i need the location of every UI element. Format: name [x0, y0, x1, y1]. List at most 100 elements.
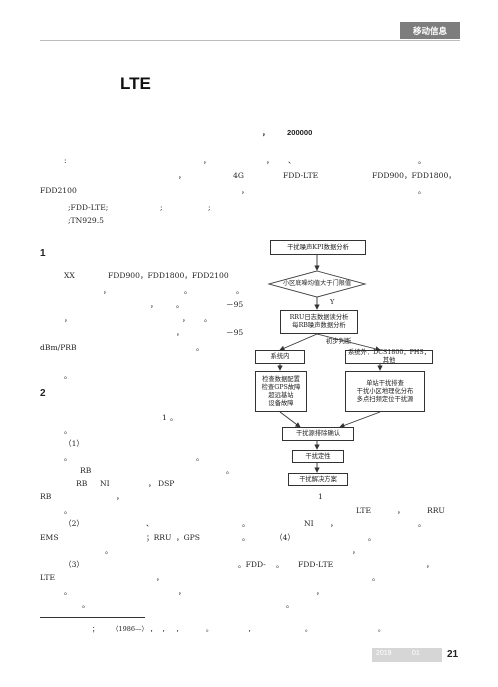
abstract-fragment: 。 — [418, 156, 426, 165]
body-text: ， — [116, 492, 124, 501]
footnote-text: ， — [176, 625, 183, 633]
footnote-text: ， — [248, 625, 255, 633]
body-text: FDD900，FDD1800，FDD2100 — [108, 271, 229, 280]
body-text: ， — [182, 314, 190, 323]
abstract-fragment: ， — [178, 171, 186, 180]
footnote-text: 。 — [305, 625, 312, 633]
body-text: EMS — [40, 533, 59, 542]
body-text: 1 — [318, 492, 323, 501]
flow-intra-system: 系统内 — [255, 350, 305, 364]
flow-step-confirm: 干扰源排除确认 — [282, 427, 354, 441]
body-text: ， — [426, 560, 434, 569]
body-text: 。 — [105, 546, 113, 555]
flow-step-kpi-analysis: 干扰噪声KPI数据分析 — [270, 240, 366, 255]
flow-decision-label: 小区底噪均值大于门限值 — [282, 280, 352, 287]
body-text: 。 — [226, 466, 234, 475]
body-text: （2） — [64, 519, 85, 528]
flow-step-line: 每RB噪声数据分析 — [292, 322, 346, 329]
postcode: 200000 — [287, 128, 313, 137]
page-number: 21 — [447, 649, 459, 660]
flow-check-item: 多点扫频定位干扰源 — [356, 395, 414, 403]
abstract-fragment: ， — [203, 156, 211, 165]
flow-intra-checks: 检查数据配置 检查GPS故障 超远基站 设备故障 — [255, 371, 307, 412]
abstract-fragment: FDD900，FDD1800， — [372, 171, 456, 180]
flow-check-item: 检查GPS故障 — [261, 383, 301, 391]
footer-year: 2019 — [376, 650, 392, 657]
flow-check-item: 干扰小区地理化分布 — [356, 387, 414, 395]
body-text: （4） — [275, 533, 296, 542]
keywords-fragment: ;FDD-LTE; — [68, 203, 109, 212]
keywords-fragment: ; — [208, 203, 211, 212]
body-text: 。 — [64, 587, 72, 596]
body-text: －95 — [226, 300, 244, 309]
footnote-text: ， — [150, 625, 157, 633]
body-text: ， — [64, 314, 72, 323]
body-text: 。 — [286, 600, 294, 609]
body-text: －95 — [226, 328, 244, 337]
body-text: ， — [156, 573, 164, 582]
body-text: LTE — [356, 506, 372, 515]
body-text: ， — [103, 286, 111, 295]
footnote-text: 。 — [206, 625, 213, 633]
body-text: 。 — [368, 533, 376, 542]
body-text: 。 — [64, 453, 72, 462]
flow-yes-label: Y — [330, 298, 335, 306]
body-text: NI — [100, 479, 110, 488]
body-text: ， — [148, 479, 156, 488]
body-text: 。 — [64, 426, 72, 435]
body-text: 1 — [162, 413, 167, 422]
abstract-fragment: FDD2100 — [40, 186, 77, 195]
body-text: 。 — [170, 413, 178, 422]
body-text: RB — [80, 466, 92, 475]
flow-check-item: 检查数据配置 — [262, 375, 300, 383]
body-text: 。 — [418, 519, 426, 528]
section-tab: 移动信息 — [400, 22, 460, 39]
body-text: 。 — [196, 343, 204, 352]
article-title: LTE — [120, 74, 151, 93]
footnote-text: ， — [162, 625, 169, 633]
footnote-text: ； — [92, 625, 99, 633]
body-text: ， — [397, 506, 405, 515]
flow-external-system: 系统外：DCS1800，PHS，其他 — [345, 349, 433, 364]
body-text: FDD-LTE — [298, 560, 334, 569]
body-text: DSP — [158, 479, 175, 488]
body-text: NI — [304, 519, 314, 528]
body-text: 。 — [64, 371, 72, 380]
abstract-fragment: 、 — [288, 156, 296, 165]
body-text: ， — [316, 587, 324, 596]
flow-arrow — [279, 411, 301, 428]
body-text: ；RRU — [146, 533, 172, 542]
flow-check-item: 单站干扰排查 — [366, 379, 404, 387]
flow-check-item: 超远基站 — [268, 391, 294, 399]
section-2-heading: 2 — [40, 388, 46, 399]
abstract-fragment: FDD-LTE — [283, 171, 319, 180]
body-text: 。 — [372, 573, 380, 582]
body-text: ，GPS — [176, 533, 200, 542]
body-text: RB — [76, 479, 88, 488]
flow-branch-label: 初步判断 — [326, 338, 352, 345]
author-separator: ， — [262, 128, 270, 137]
flow-arrow — [339, 411, 381, 428]
abstract-fragment: ， — [266, 156, 274, 165]
body-text: ， — [176, 328, 184, 337]
body-text: ， — [150, 300, 158, 309]
body-text: XX — [64, 271, 75, 280]
body-text: ， — [330, 519, 338, 528]
body-text: 。 — [176, 300, 184, 309]
body-text: 。FDD- — [238, 560, 266, 569]
body-text: 。 — [242, 533, 250, 542]
body-text: dBm/PRB — [40, 343, 77, 352]
body-text: （3） — [64, 560, 85, 569]
flow-check-item: 设备故障 — [268, 399, 294, 407]
body-text: 。 — [64, 506, 72, 515]
body-text: LTE — [40, 573, 56, 582]
body-text: 。 — [276, 560, 284, 569]
body-text: 。 — [196, 453, 204, 462]
abstract-fragment: : — [64, 156, 67, 165]
abstract-fragment: 4G — [233, 171, 244, 180]
flow-step-solution: 干扰解决方案 — [288, 473, 348, 486]
footnote-text: 。 — [378, 625, 385, 633]
flow-arrow — [279, 333, 318, 351]
body-text: 。 — [236, 286, 244, 295]
keywords-fragment: ; — [160, 203, 163, 212]
